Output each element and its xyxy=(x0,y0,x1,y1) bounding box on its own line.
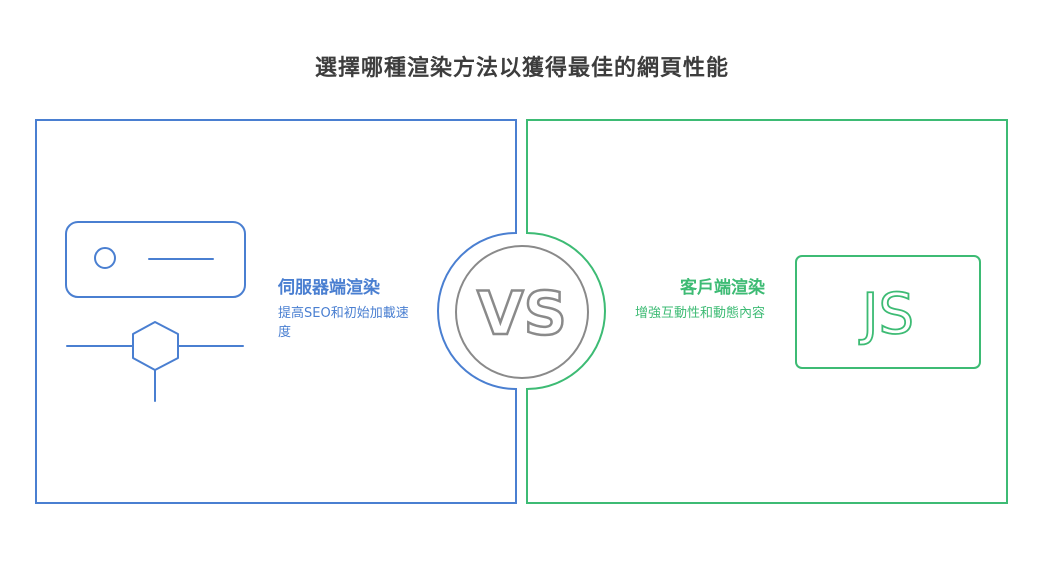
vs-circle xyxy=(455,245,589,379)
vs-label: VS xyxy=(477,279,567,349)
server-side-title: 伺服器端渲染 xyxy=(278,278,380,298)
javascript-icon: JS xyxy=(795,255,981,369)
client-side-title: 客戶端渲染 xyxy=(680,278,765,298)
diagram-title: 選擇哪種渲染方法以獲得最佳的網頁性能 xyxy=(314,56,729,81)
server-network-icon xyxy=(65,221,246,402)
javascript-icon-text: JS xyxy=(859,282,914,347)
client-side-description: 增強互動性和動態內容 xyxy=(634,306,765,321)
server-side-panel xyxy=(35,119,517,504)
server-side-description: 提高SEO和初始加載速度 xyxy=(278,306,409,340)
client-side-panel xyxy=(526,119,1008,504)
